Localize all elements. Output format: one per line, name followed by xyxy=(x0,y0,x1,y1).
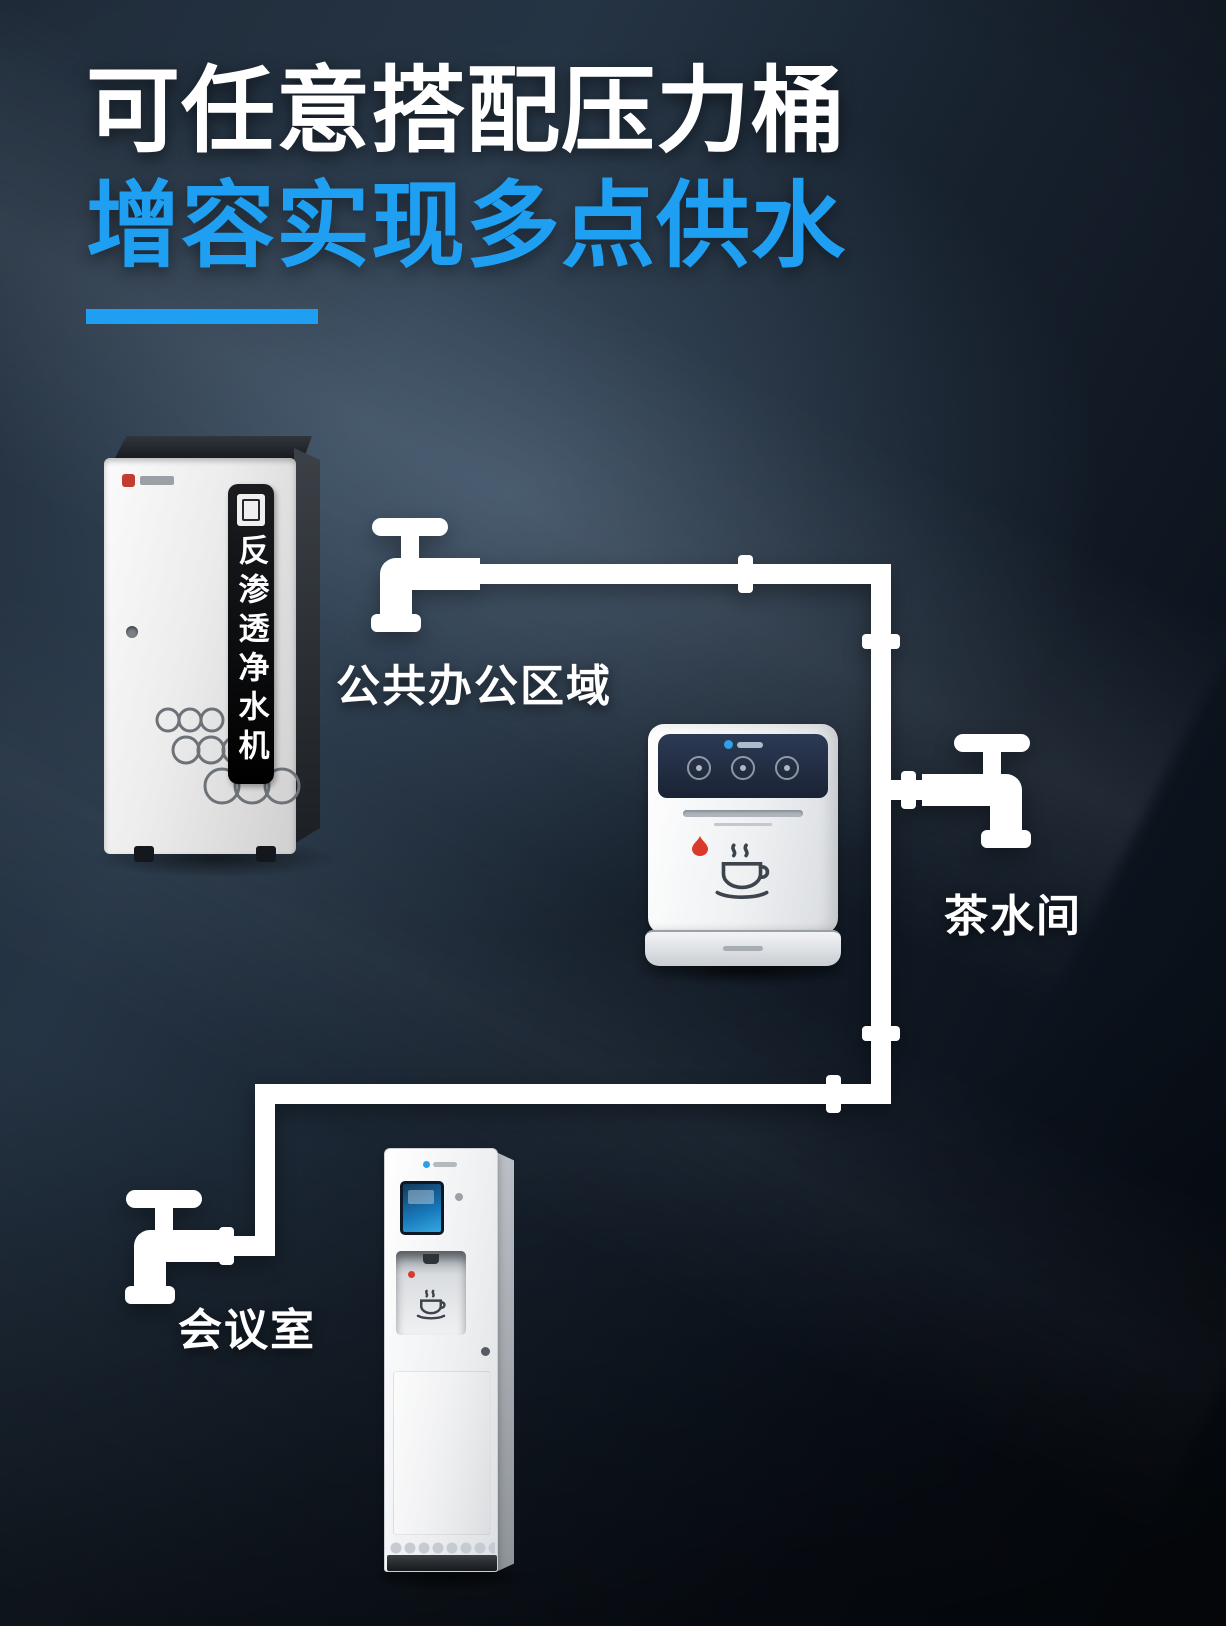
logo-text-mark xyxy=(433,1162,457,1167)
label-tea-room: 茶水间 xyxy=(944,892,1082,941)
machine-brand-logo xyxy=(122,474,174,487)
machine-front-panel: 反渗透净水机 xyxy=(104,458,301,854)
teacup-icon xyxy=(416,1289,446,1320)
dispenser-control-panel xyxy=(658,734,828,798)
drip-tray xyxy=(645,930,841,966)
logo-text-mark xyxy=(736,741,763,748)
header: 可任意搭配压力桶 增容实现多点供水 xyxy=(86,58,846,324)
machine-name-text: 反渗透净水机 xyxy=(233,534,269,768)
base-plinth xyxy=(387,1555,497,1571)
ro-purifier: 反渗透净水机 xyxy=(90,436,340,878)
cabinet-door xyxy=(393,1371,491,1535)
wall-dispenser xyxy=(636,724,856,986)
label-meeting-room: 会议室 xyxy=(178,1306,316,1355)
dispenser-brand-logo xyxy=(423,1161,457,1168)
keyhole-icon xyxy=(481,1347,490,1356)
faucet-icon-tea-room xyxy=(922,734,1031,848)
logo-red-mark xyxy=(122,474,135,487)
floor-dispenser-side xyxy=(496,1152,514,1572)
touch-button-icon xyxy=(775,756,799,780)
display-screen xyxy=(400,1181,444,1235)
faucet-icon-office xyxy=(371,518,480,632)
poster-subtitle: 增容实现多点供水 xyxy=(86,173,847,279)
touch-button-icon xyxy=(687,756,711,780)
poster-title: 可任意搭配压力桶 xyxy=(86,58,847,163)
panel-caption-line xyxy=(714,823,772,826)
caster-wheel xyxy=(134,846,154,862)
keyhole-icon xyxy=(126,626,138,638)
machine-name-strip: 反渗透净水机 xyxy=(228,484,274,784)
power-button-icon xyxy=(455,1193,463,1201)
main-pipe-run xyxy=(232,564,891,1256)
caster-wheel xyxy=(256,846,276,862)
drip-tray-edge xyxy=(389,1541,495,1555)
label-office-area: 公共办公区域 xyxy=(336,662,612,711)
circles-decoration xyxy=(155,707,301,805)
faucet-icon-meeting-room xyxy=(125,1190,234,1304)
touch-button-icon xyxy=(731,756,755,780)
logo-dot xyxy=(723,740,733,749)
vent-slot xyxy=(683,810,803,817)
water-spout xyxy=(423,1254,439,1264)
dispensing-alcove xyxy=(396,1251,466,1335)
floor-dispenser xyxy=(362,1148,538,1592)
logo-dot xyxy=(423,1161,430,1168)
accent-bar xyxy=(86,308,318,324)
dispenser-brand-logo xyxy=(658,734,828,749)
teacup-icon xyxy=(715,843,770,899)
flame-icon xyxy=(692,836,708,856)
strip-badge-icon xyxy=(237,494,265,526)
wall-dispenser-body xyxy=(648,724,838,934)
floor-dispenser-front xyxy=(384,1148,498,1572)
hot-indicator-dot xyxy=(408,1271,415,1278)
touch-button-row xyxy=(658,756,828,780)
logo-text-mark xyxy=(140,476,174,485)
